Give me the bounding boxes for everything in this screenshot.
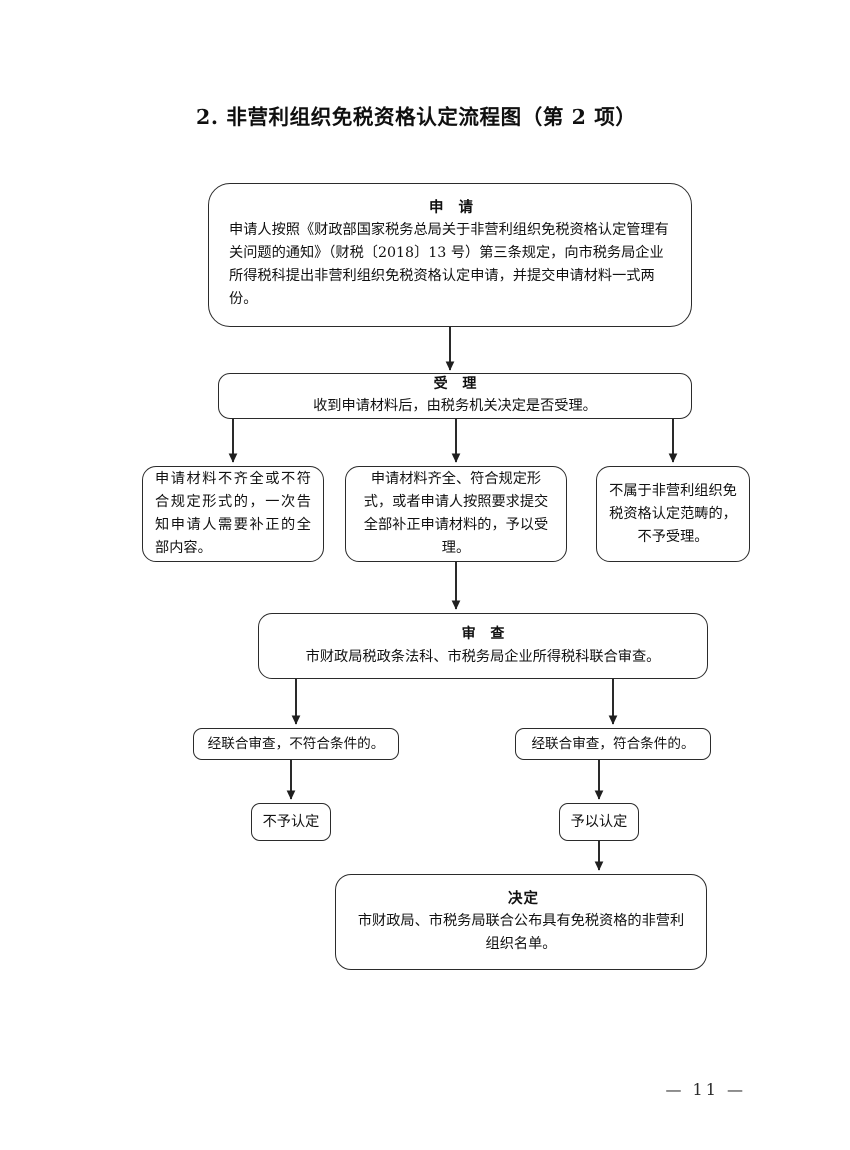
flow-node-review-heading: 审 查 [461,625,510,642]
flow-node-out-of-scope-body: 不属于非营利组织免税资格认定范畴的，不予受理。 [609,482,737,545]
flow-node-complete-materials-body: 申请材料齐全、符合规定形式，或者申请人按照要求提交全部补正申请材料的，予以受理。 [363,471,549,556]
flow-node-accept: 受 理 收到申请材料后，由税务机关决定是否受理。 [218,373,692,419]
flow-node-review-body: 市财政局税政条法科、市税务局企业所得税科联合审查。 [305,648,661,665]
flow-node-decision: 决定 市财政局、市税务局联合公布具有免税资格的非营利组织名单。 [335,874,707,970]
flow-node-condition-met-body: 经联合审查，符合条件的。 [531,735,695,752]
flow-node-incomplete-materials-body: 申请材料不齐全或不符合规定形式的，一次告知申请人需要补正的全部内容。 [155,471,311,556]
page-title: 2. 非营利组织免税资格认定流程图（第 2 项） [196,105,637,129]
flow-node-condition-not-met-body: 经联合审查，不符合条件的。 [207,735,385,752]
flow-node-apply: 申 请 申请人按照《财政部国家税务总局关于非营利组织免税资格认定管理有关问题的通… [208,183,692,327]
flow-node-apply-body: 申请人按照《财政部国家税务总局关于非营利组织免税资格认定管理有关问题的通知》（财… [229,222,669,308]
page-number: — 11 — [665,1080,746,1099]
flow-node-not-recognized: 不予认定 [251,803,331,841]
flow-node-condition-met: 经联合审查，符合条件的。 [515,728,711,760]
flow-node-accept-heading: 受 理 [433,376,482,392]
flow-node-decision-heading: 决定 [508,889,539,907]
flow-node-review: 审 查 市财政局税政条法科、市税务局企业所得税科联合审查。 [258,613,708,679]
flow-node-not-recognized-body: 不予认定 [262,813,320,830]
flow-node-recognized-body: 予以认定 [570,813,628,830]
flow-node-recognized: 予以认定 [559,803,639,841]
flow-node-decision-body: 市财政局、市税务局联合公布具有免税资格的非营利组织名单。 [357,913,685,953]
flow-node-accept-body: 收到申请材料后，由税务机关决定是否受理。 [313,398,597,414]
flow-node-complete-materials: 申请材料齐全、符合规定形式，或者申请人按照要求提交全部补正申请材料的，予以受理。 [345,466,567,562]
flow-node-condition-not-met: 经联合审查，不符合条件的。 [193,728,399,760]
flow-node-incomplete-materials: 申请材料不齐全或不符合规定形式的，一次告知申请人需要补正的全部内容。 [142,466,324,562]
flow-node-out-of-scope: 不属于非营利组织免税资格认定范畴的，不予受理。 [596,466,750,562]
flow-node-apply-heading: 申 请 [428,198,479,216]
